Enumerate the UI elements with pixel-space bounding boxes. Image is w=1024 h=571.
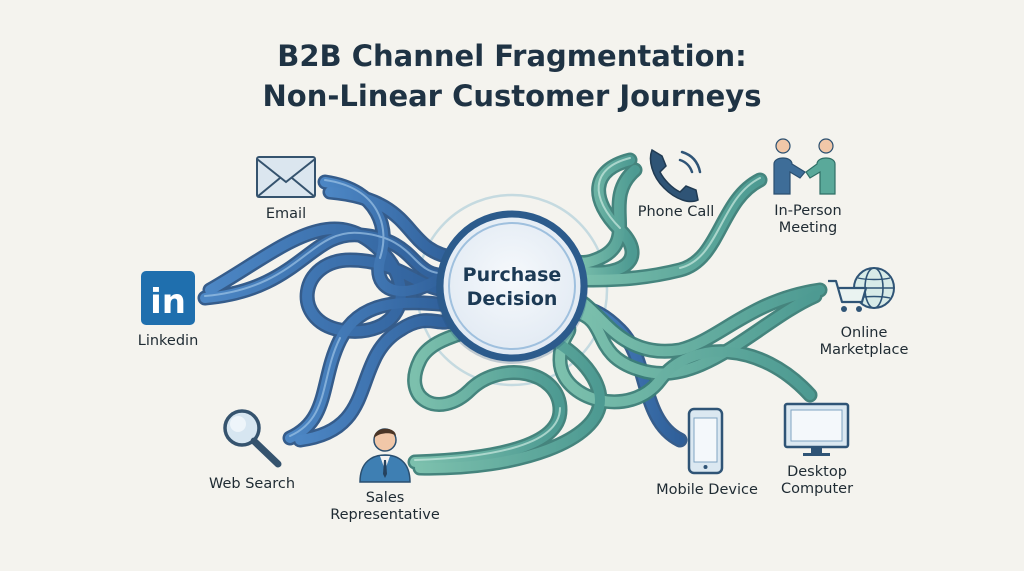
linkedin-logo-icon: in xyxy=(141,271,195,325)
title-line-2: Non-Linear Customer Journeys xyxy=(262,79,762,113)
handshake-people-icon xyxy=(773,138,836,195)
label-online-marketplace: Online Marketplace xyxy=(806,325,922,359)
label-in-person-meeting: In-Person Meeting xyxy=(756,203,860,237)
label-mobile-device: Mobile Device xyxy=(656,482,758,498)
center-label: Purchase Decision xyxy=(441,263,583,311)
purchase-decision-node xyxy=(436,210,588,364)
label-online-line-1: Online xyxy=(840,325,888,341)
linkedin-logo-text: in xyxy=(150,282,186,322)
label-web-search: Web Search xyxy=(208,476,296,492)
mobile-phone-icon xyxy=(687,407,724,475)
label-sales-line-1: Sales xyxy=(365,490,405,506)
phone-icon xyxy=(649,148,702,203)
page-title: B2B Channel Fragmentation: Non-Linear Cu… xyxy=(0,36,1024,116)
label-phone-call: Phone Call xyxy=(637,204,715,220)
label-in-person-line-2: Meeting xyxy=(778,220,838,236)
sales-rep-icon xyxy=(359,428,411,483)
cart-globe-icon xyxy=(828,267,895,312)
label-online-line-2: Marketplace xyxy=(819,342,909,358)
label-linkedin: Linkedin xyxy=(137,333,199,349)
label-desktop-line-2: Computer xyxy=(780,481,854,497)
title-line-1: B2B Channel Fragmentation: xyxy=(277,39,747,73)
label-email: Email xyxy=(265,206,307,222)
magnifier-icon xyxy=(223,409,282,468)
envelope-icon xyxy=(256,156,316,198)
label-in-person-line-1: In-Person xyxy=(774,203,842,219)
label-sales-line-2: Representative xyxy=(330,507,440,523)
label-sales-representative: Sales Representative xyxy=(320,490,450,524)
label-desktop-computer: Desktop Computer xyxy=(768,464,866,498)
label-desktop-line-1: Desktop xyxy=(787,464,847,480)
center-label-line-2: Decision xyxy=(466,288,558,310)
center-label-line-1: Purchase xyxy=(462,264,562,286)
desktop-monitor-icon xyxy=(783,402,850,456)
